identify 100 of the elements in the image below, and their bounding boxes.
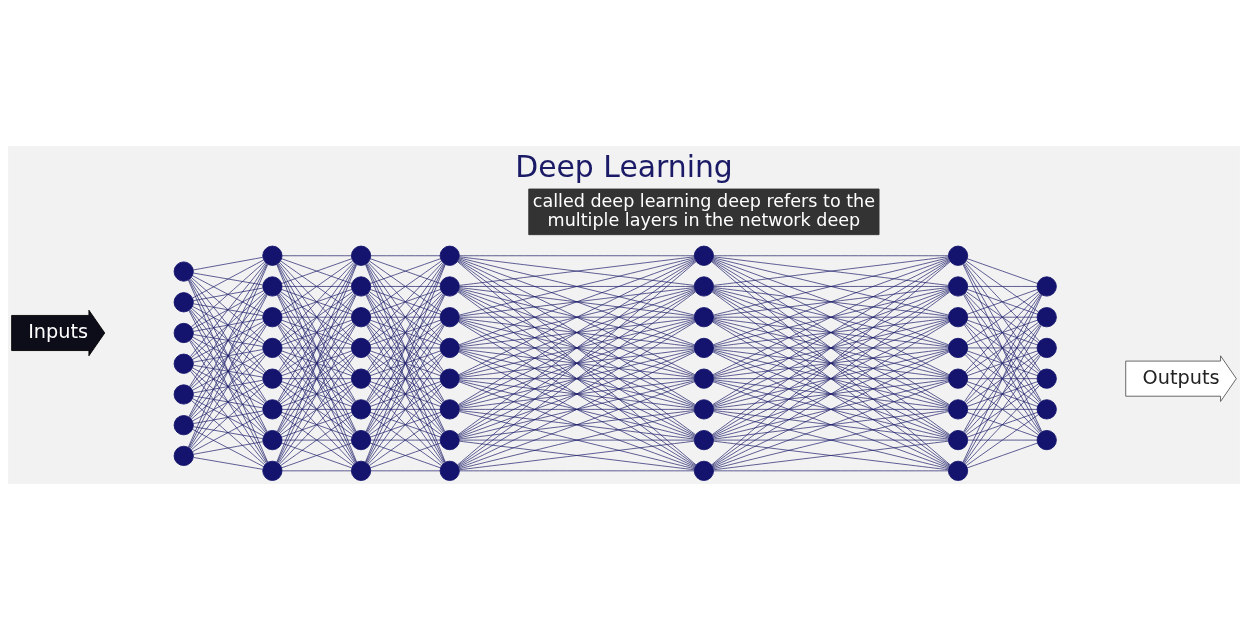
connector <box>370 439 441 441</box>
connector <box>276 264 357 463</box>
connector <box>281 442 353 469</box>
connector <box>966 291 1039 344</box>
connector <box>281 409 352 410</box>
connector <box>190 370 267 465</box>
connector <box>966 319 1038 346</box>
connector <box>188 279 269 463</box>
node-circle <box>947 337 969 358</box>
node-circle <box>350 368 372 389</box>
connector <box>192 382 264 422</box>
connector <box>459 439 695 441</box>
connector <box>967 316 1038 318</box>
node-circle <box>1036 399 1057 420</box>
connector <box>367 262 443 342</box>
connector <box>459 347 695 349</box>
connector <box>713 286 949 287</box>
node-circle <box>262 245 283 266</box>
connector <box>458 320 696 437</box>
connector <box>280 383 354 436</box>
connector <box>458 351 696 468</box>
connector <box>967 286 1038 287</box>
connector <box>713 316 949 318</box>
connector <box>277 263 356 402</box>
connector <box>367 354 443 434</box>
node-circle <box>947 430 969 451</box>
connector <box>966 289 1038 315</box>
connector <box>458 290 696 406</box>
connector <box>369 381 441 407</box>
connector <box>192 398 264 437</box>
node-circle <box>350 245 372 266</box>
node-circle <box>262 368 283 389</box>
connector <box>369 260 442 313</box>
connector <box>712 290 950 406</box>
connector <box>279 354 355 434</box>
connector <box>191 353 266 420</box>
node-circle <box>947 368 969 389</box>
connector <box>191 277 266 343</box>
node-circle <box>1036 368 1057 389</box>
connector <box>193 457 264 470</box>
connector <box>192 349 263 363</box>
connector <box>966 383 1039 436</box>
connector <box>193 395 264 409</box>
connector <box>713 347 949 349</box>
connector <box>191 400 266 466</box>
connector <box>369 291 442 344</box>
connector <box>193 272 264 286</box>
connector <box>711 260 951 436</box>
connector <box>963 325 1042 463</box>
connector <box>192 257 263 271</box>
connector <box>369 289 441 315</box>
connector <box>192 275 264 314</box>
connector <box>966 414 1039 466</box>
connector <box>278 355 356 464</box>
connector <box>459 470 695 472</box>
connector <box>281 439 352 441</box>
connector <box>962 263 1043 432</box>
connector <box>281 378 352 379</box>
connector <box>189 262 267 357</box>
node-circle <box>350 337 372 358</box>
connector <box>369 352 442 405</box>
connector <box>458 380 695 439</box>
connector <box>713 380 949 439</box>
node-circle <box>439 430 460 451</box>
connector <box>964 292 1040 373</box>
connector <box>713 378 949 379</box>
connector <box>712 290 950 436</box>
connector <box>280 414 354 466</box>
connector <box>281 381 353 407</box>
connector <box>459 287 695 317</box>
connector <box>458 319 695 407</box>
connector <box>966 352 1039 405</box>
connector <box>189 340 267 464</box>
connector <box>712 260 950 405</box>
connector <box>365 264 446 463</box>
connector <box>964 385 1040 465</box>
connector <box>964 355 1041 464</box>
connector <box>459 317 695 348</box>
connector <box>459 255 695 257</box>
connector <box>369 414 442 466</box>
connector <box>966 260 1039 313</box>
node-circle <box>350 430 372 451</box>
connector <box>964 324 1041 433</box>
connector <box>713 348 949 378</box>
node-circle <box>350 460 372 481</box>
connector <box>280 291 354 344</box>
connector <box>367 293 444 403</box>
connector <box>193 334 264 347</box>
connector <box>458 290 696 436</box>
node-circle <box>693 460 714 481</box>
connector <box>189 309 267 433</box>
node-circle <box>693 430 714 451</box>
node-circle <box>439 245 460 266</box>
connector <box>712 319 950 407</box>
node-circle <box>439 307 460 328</box>
connector <box>713 440 949 471</box>
connector <box>458 411 695 470</box>
connector <box>458 381 695 469</box>
connector <box>281 347 352 349</box>
connector <box>188 310 268 463</box>
